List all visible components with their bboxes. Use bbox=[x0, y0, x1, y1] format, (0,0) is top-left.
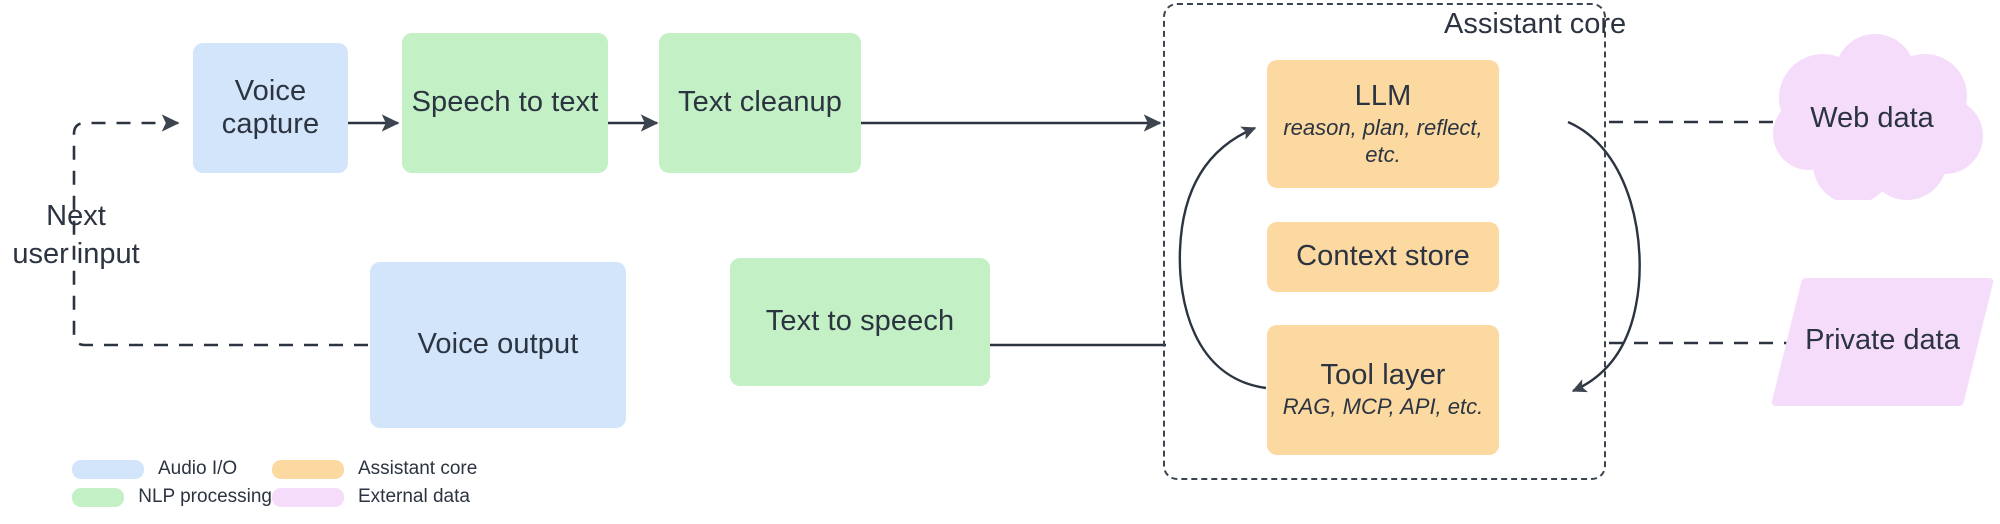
node-text-to-speech[interactable]: Text to speech bbox=[730, 258, 990, 386]
legend-item-external-data: External data bbox=[272, 486, 470, 508]
node-speech-to-text-label: Speech to text bbox=[411, 86, 599, 119]
node-private-data[interactable]: Private data bbox=[1770, 272, 1995, 412]
assistant-core-group bbox=[1163, 3, 1606, 480]
node-context-store-label: Context store bbox=[1296, 240, 1470, 273]
legend-label-audio-io: Audio I/O bbox=[158, 458, 238, 479]
legend: Audio I/O Assistant core NLP processing … bbox=[72, 455, 632, 511]
edge-tool-to-llm bbox=[1178, 126, 1267, 390]
node-web-data-label: Web data bbox=[1810, 102, 1934, 134]
node-voice-output[interactable]: Voice output bbox=[370, 262, 626, 428]
node-tool-layer-label: Tool layer bbox=[1320, 359, 1446, 392]
legend-swatch-external-data bbox=[272, 487, 344, 507]
legend-row: Audio I/O Assistant core bbox=[72, 455, 632, 483]
legend-item-nlp-processing: NLP processing bbox=[72, 486, 272, 508]
node-voice-capture[interactable]: Voice capture bbox=[193, 43, 348, 173]
node-text-to-speech-label: Text to speech bbox=[765, 305, 955, 338]
legend-swatch-assistant-core bbox=[272, 459, 344, 479]
cloud-icon bbox=[1773, 34, 1983, 204]
node-text-cleanup[interactable]: Text cleanup bbox=[659, 33, 861, 173]
parallelogram-shape bbox=[1771, 278, 1994, 406]
node-voice-output-label: Voice output bbox=[417, 328, 579, 361]
node-text-cleanup-label: Text cleanup bbox=[677, 86, 843, 119]
node-context-store[interactable]: Context store bbox=[1267, 222, 1499, 292]
legend-label-nlp-processing: NLP processing bbox=[138, 486, 272, 507]
legend-swatch-nlp-processing bbox=[72, 487, 125, 507]
edge-feedback-loop bbox=[72, 114, 368, 347]
next-user-input-label: Next user input bbox=[6, 198, 146, 273]
legend-row: NLP processing External data bbox=[72, 483, 632, 511]
node-llm-label: LLM bbox=[1354, 79, 1412, 112]
node-private-data-label: Private data bbox=[1805, 324, 1960, 356]
node-llm-sublabel: reason, plan, reflect, etc. bbox=[1283, 115, 1483, 167]
next-user-input-line2: user input bbox=[12, 237, 140, 270]
legend-label-assistant-core: Assistant core bbox=[358, 458, 478, 479]
legend-item-assistant-core: Assistant core bbox=[272, 458, 477, 480]
node-llm[interactable]: LLM reason, plan, reflect, etc. bbox=[1267, 60, 1499, 188]
legend-swatch-audio-io bbox=[72, 459, 144, 479]
legend-item-audio-io: Audio I/O bbox=[72, 458, 272, 480]
node-web-data[interactable]: Web data bbox=[1757, 30, 1987, 204]
node-voice-capture-label: Voice capture bbox=[221, 74, 320, 140]
assistant-core-group-label: Assistant core bbox=[1444, 8, 1627, 40]
node-tool-layer-sublabel: RAG, MCP, API, etc. bbox=[1282, 394, 1484, 420]
node-tool-layer[interactable]: Tool layer RAG, MCP, API, etc. bbox=[1267, 325, 1499, 455]
node-speech-to-text[interactable]: Speech to text bbox=[402, 33, 608, 173]
next-user-input-line1: Next bbox=[46, 200, 106, 232]
legend-label-external-data: External data bbox=[358, 486, 470, 507]
